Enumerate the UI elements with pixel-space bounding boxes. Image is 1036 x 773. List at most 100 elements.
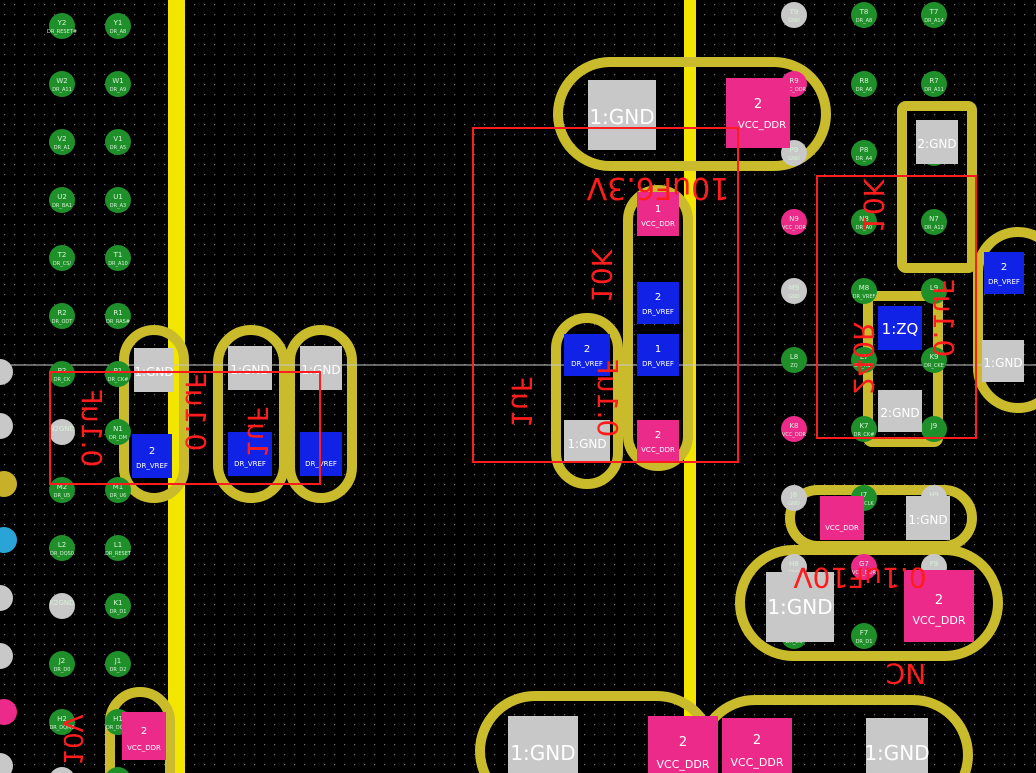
pad-vref-left-1[interactable]: 2 DR_VREF [132, 434, 172, 478]
pad-vref-center-3[interactable]: 1 DR_VREF [637, 334, 679, 376]
edge-ball[interactable] [0, 643, 13, 669]
cap-outline-top[interactable] [553, 57, 831, 171]
pad-vref-right-edge[interactable]: 2 DR_VREF [984, 252, 1024, 294]
cap-outline-left-1[interactable] [119, 325, 189, 503]
pad-vref-center-2[interactable]: 2 DR_VREF [637, 282, 679, 324]
ball-l9[interactable]: L9 [921, 278, 947, 304]
pad-gnd-right-small[interactable]: 1:GND [906, 496, 950, 540]
edge-ball[interactable] [0, 471, 17, 497]
pad-gnd-right-1[interactable]: 2:GND [916, 120, 958, 164]
ball-j9[interactable]: J9 [921, 416, 947, 442]
pad-vcc-bottom-right[interactable]: 2 VCC_DDR [722, 718, 792, 773]
edge-ball[interactable] [0, 699, 17, 725]
pad-vcc-center-top[interactable]: 1 VCC_DDR [637, 192, 679, 236]
pad-gnd-right-large[interactable]: 1:GND [766, 572, 834, 642]
cap-outline-left-3[interactable] [285, 325, 357, 503]
cap-outline-center-2[interactable] [623, 185, 693, 471]
pad-vref-center-1[interactable]: 2 DR_VREF [564, 334, 610, 376]
cap-outline-left-2[interactable] [213, 325, 289, 503]
res-outline-right-1[interactable] [897, 101, 977, 273]
pad-vcc-center-bottom[interactable]: 2 VCC_DDR [637, 420, 679, 462]
pad-vcc-top[interactable]: 2 VCC_DDR [726, 78, 790, 148]
edge-ball[interactable] [0, 527, 17, 553]
pad-vcc-bottom-edge[interactable]: 2 VCC_DDR [122, 712, 166, 760]
pad-gnd-bottom-left[interactable]: 1:GND [508, 716, 578, 773]
cap-outline-right-large[interactable] [735, 545, 1003, 661]
pad-gnd-center-1[interactable]: 1:GND [564, 420, 610, 462]
ball-id: M2 [57, 483, 68, 491]
edge-ball[interactable] [0, 585, 13, 611]
ball-n2[interactable]: N2GND [49, 419, 75, 445]
pad-gnd-right-edge[interactable]: 1:GND [982, 340, 1024, 382]
edge-ball[interactable] [0, 359, 13, 385]
ball-g2[interactable]: G2GND [49, 767, 75, 773]
pad-vcc-right-small[interactable]: VCC_DDR [820, 496, 864, 540]
pad-gnd-left-2[interactable]: 1:GND [228, 346, 272, 390]
pad-vref-left-2[interactable]: DR_VREF [228, 432, 272, 476]
pad-vcc-right-large[interactable]: 2 VCC_DDR [904, 570, 974, 642]
pad-gnd-right-2[interactable]: 2:GND [878, 390, 922, 432]
cap-outline-right-edge[interactable] [973, 227, 1036, 413]
cap-outline-bottom-edge[interactable] [105, 687, 175, 773]
silk-box-center[interactable] [472, 127, 739, 463]
silk-box-left[interactable] [49, 371, 321, 485]
pad-gnd-left-1[interactable]: 1:GND [134, 348, 174, 392]
pad-zq-right[interactable]: 1:ZQ [878, 306, 922, 350]
edge-ball[interactable] [0, 413, 13, 439]
edge-ball[interactable] [0, 753, 13, 773]
cap-outline-center-1[interactable] [551, 313, 623, 489]
pad-gnd-top[interactable]: 1:GND [588, 80, 656, 150]
ball-net: DR_RESET# [47, 29, 77, 35]
pad-vcc-bottom-left[interactable]: 2 VCC_DDR [648, 716, 718, 773]
ball-k2[interactable]: K2GND [49, 593, 75, 619]
pad-label: 2:GND [917, 137, 956, 151]
pad-gnd-bottom-right[interactable]: 1:GND [864, 718, 930, 773]
silk-box-right[interactable] [816, 175, 977, 439]
ball-g1[interactable]: G1 [105, 767, 131, 773]
trace-vertical-left[interactable] [168, 0, 185, 773]
